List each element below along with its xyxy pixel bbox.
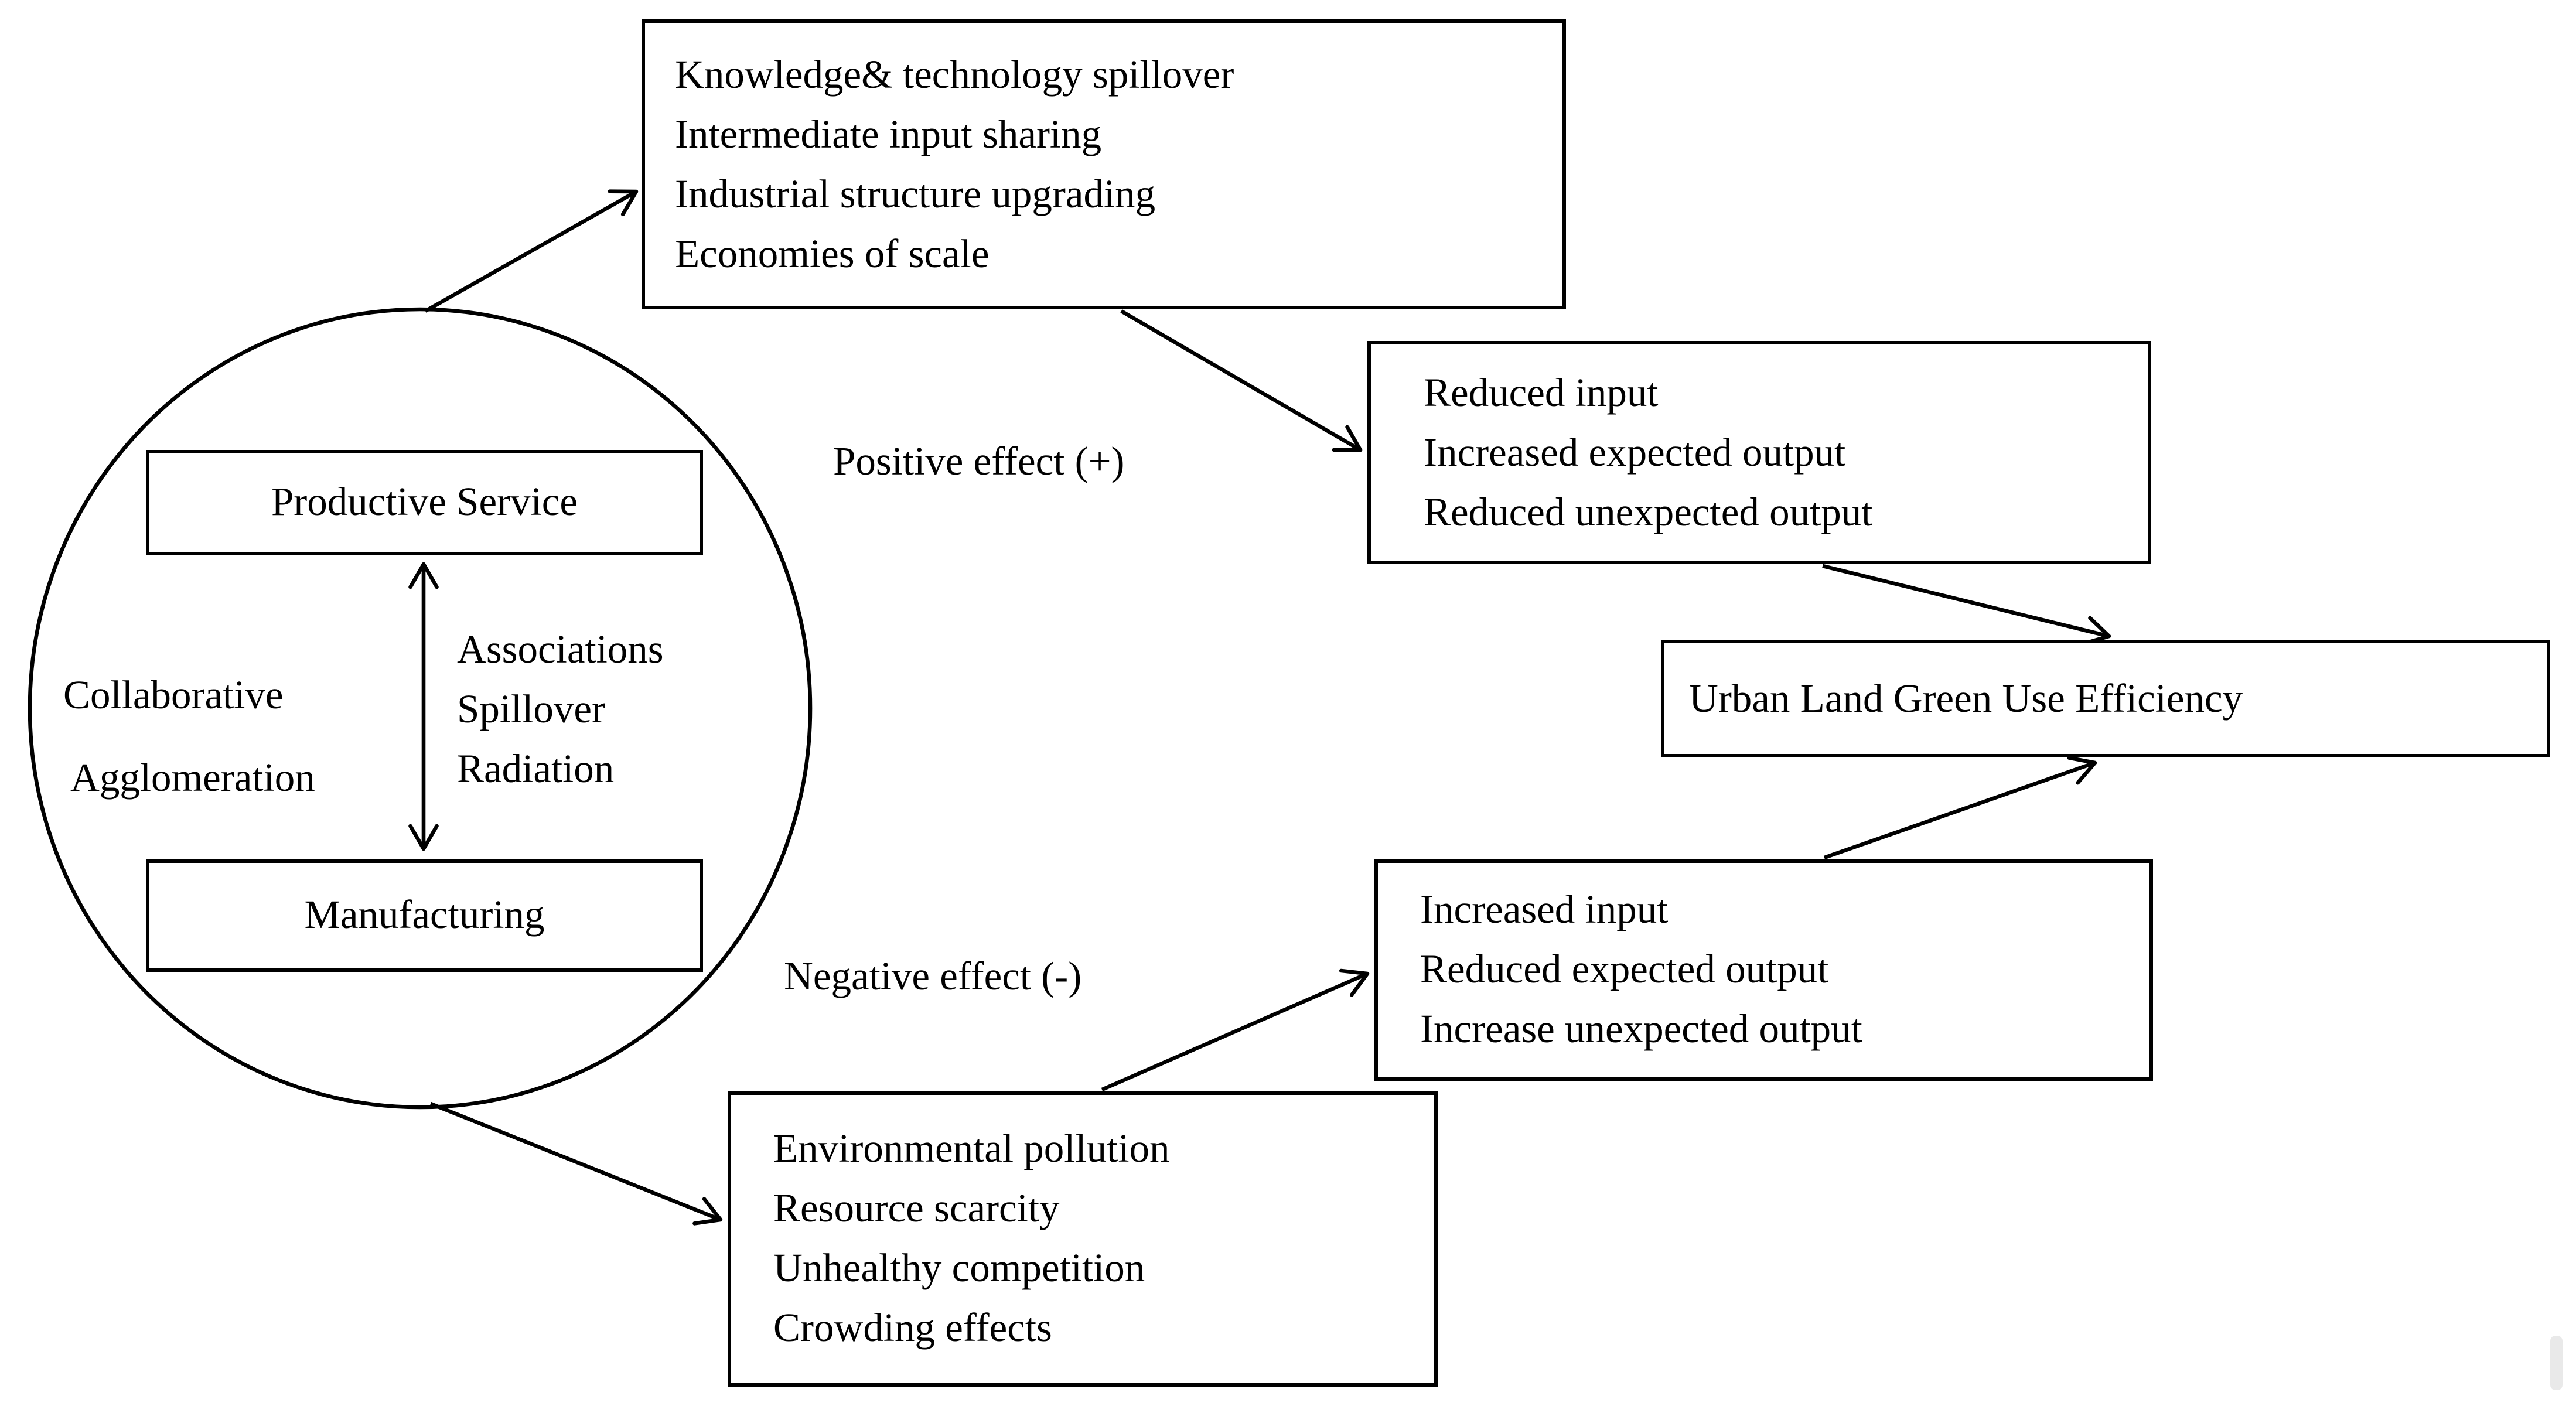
positive-mechanism-line: Intermediate input sharing xyxy=(675,111,1102,156)
positive-outcome-line: Reduced unexpected output xyxy=(1424,489,1873,534)
arrow-negative-outcome-to-target xyxy=(1823,756,2097,860)
associations-line: Associations xyxy=(457,627,664,671)
negative-mechanism-line: Crowding effects xyxy=(773,1306,1052,1350)
negative-mechanism-line: Resource scarcity xyxy=(773,1186,1060,1230)
negative-outcome-line: Increase unexpected output xyxy=(1420,1007,1862,1051)
positive-outcome-line: Reduced input xyxy=(1424,370,1659,414)
manufacturing-box: Manufacturing xyxy=(146,859,703,972)
arrow-negative-mechanisms-to-negative-outcome xyxy=(1101,968,1370,1092)
positive-mechanism-line: Economies of scale xyxy=(675,231,990,275)
urban-land-green-use-efficiency-label: Urban Land Green Use Efficiency xyxy=(1689,675,2243,720)
positive-mechanism-line: Knowledge& technology spillover xyxy=(675,52,1234,96)
positive-outcome-line: Increased expected output xyxy=(1424,429,1846,474)
manufacturing-label: Manufacturing xyxy=(304,893,545,937)
arrow-positive-outcome-to-target xyxy=(1822,564,2111,646)
negative-outcome-line: Reduced expected output xyxy=(1420,947,1829,991)
negative-effect-label: Negative effect (-) xyxy=(784,954,1082,998)
spillover-line: Spillover xyxy=(457,687,606,731)
negative-mechanism-line: Environmental pollution xyxy=(773,1127,1170,1170)
radiation-line: Radiation xyxy=(457,747,615,791)
scrollbar-artifact xyxy=(2550,1336,2563,1390)
negative-mechanism-line: Unhealthy competition xyxy=(773,1246,1145,1290)
associations-spillover-radiation-label: Associations Spillover Radiation xyxy=(457,620,664,800)
productive-service-label: Productive Service xyxy=(271,480,578,524)
positive-mechanisms-box: Knowledge& technology spillover Intermed… xyxy=(642,19,1566,309)
arrow-positive-mechanisms-to-positive-outcome xyxy=(1120,309,1363,452)
urban-land-green-use-efficiency-box: Urban Land Green Use Efficiency xyxy=(1661,640,2550,757)
collaborative-agglomeration-circle xyxy=(28,307,813,1110)
negative-outcome-box: Increased input Reduced expected output … xyxy=(1374,859,2153,1081)
arrow-circle-to-negative-mechanisms xyxy=(429,1101,723,1226)
positive-effect-label: Positive effect (+) xyxy=(833,439,1125,483)
positive-outcome-box: Reduced input Increased expected output … xyxy=(1367,341,2151,564)
arrow-circle-to-positive-mechanisms xyxy=(424,189,639,313)
positive-mechanism-line: Industrial structure upgrading xyxy=(675,171,1156,216)
productive-service-box: Productive Service xyxy=(146,450,703,555)
agglomeration-line: Agglomeration xyxy=(70,756,315,800)
negative-mechanisms-box: Environmental pollution Resource scarcit… xyxy=(728,1091,1438,1387)
collaborative-line: Collaborative xyxy=(63,673,284,717)
collaborative-agglomeration-label: Collaborative Agglomeration xyxy=(63,654,315,819)
negative-outcome-line: Increased input xyxy=(1420,888,1669,931)
